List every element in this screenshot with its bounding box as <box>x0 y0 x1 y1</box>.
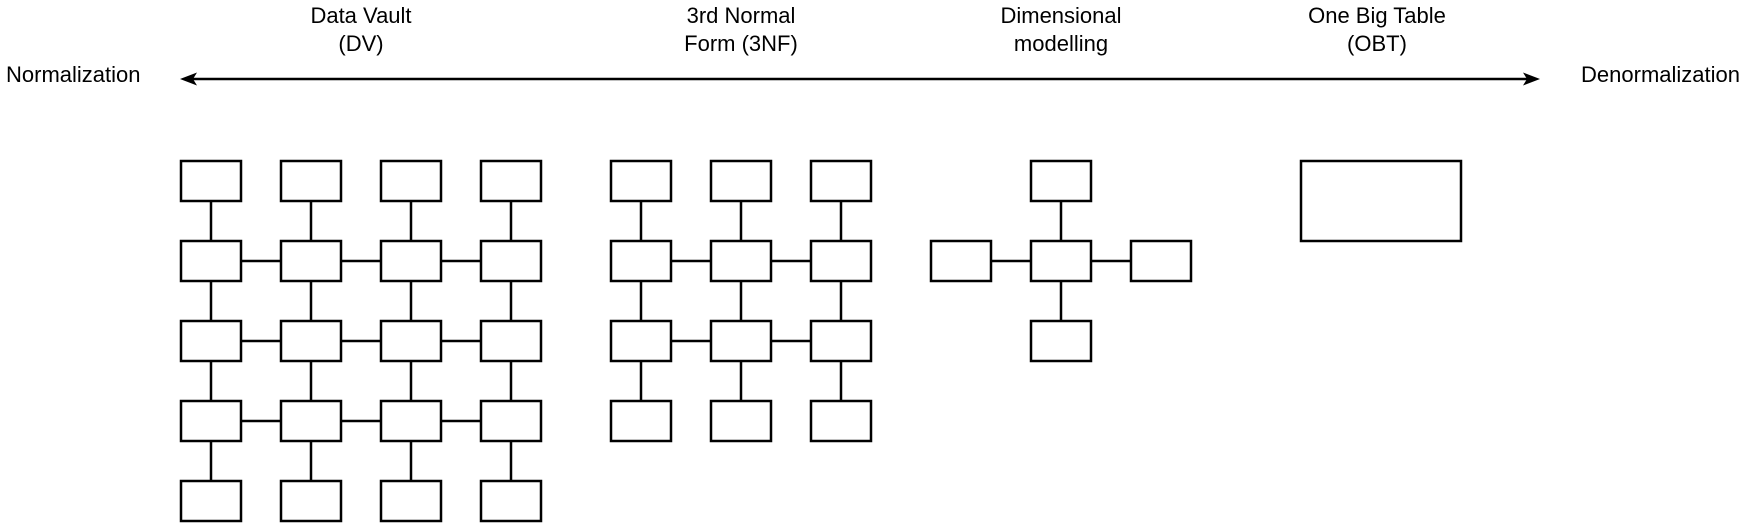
label-one-big-table-line1: One Big Table <box>1308 3 1446 28</box>
label-third-normal-form-line1: 3rd Normal <box>686 3 796 28</box>
one-big-table-table-box <box>1299 159 1463 243</box>
data-vault-table-box <box>379 159 443 203</box>
third-normal-form-table-box <box>809 159 873 203</box>
third-normal-form-table-box <box>809 239 873 283</box>
data-vault-table-box <box>379 399 443 443</box>
third-normal-form-schema <box>609 159 873 443</box>
third-normal-form-table-box <box>609 319 673 363</box>
data-vault-table-box <box>479 399 543 443</box>
third-normal-form-table-box <box>609 159 673 203</box>
schema-diagrams <box>179 159 1463 523</box>
data-vault-table-box <box>479 239 543 283</box>
data-vault-schema <box>179 159 543 523</box>
third-normal-form-table-box <box>709 159 773 203</box>
data-vault-table-box <box>279 319 343 363</box>
third-normal-form-table-box <box>709 239 773 283</box>
label-dimensional-modelling: Dimensional modelling <box>1000 2 1121 58</box>
data-vault-table-box <box>379 319 443 363</box>
label-dimensional-modelling-line2: modelling <box>1013 31 1109 56</box>
axis-arrowhead-right-icon <box>1523 72 1540 86</box>
data-vault-table-box <box>479 479 543 523</box>
data-vault-table-box <box>179 399 243 443</box>
data-vault-table-box <box>279 239 343 283</box>
dimensional-modelling-dimension-box <box>1129 239 1193 283</box>
data-vault-table-box <box>279 399 343 443</box>
one-big-table-schema <box>1299 159 1463 243</box>
third-normal-form-table-box <box>709 319 773 363</box>
third-normal-form-table-box <box>809 399 873 443</box>
data-vault-table-box <box>179 319 243 363</box>
data-vault-table-box <box>179 159 243 203</box>
data-vault-table-box <box>179 479 243 523</box>
label-one-big-table: One Big Table (OBT) <box>1308 2 1446 58</box>
dimensional-modelling-schema <box>929 159 1193 363</box>
axis-label-normalization: Normalization <box>6 62 141 87</box>
axis-arrowhead-left-icon <box>180 72 197 86</box>
dimensional-modelling-dimension-box <box>1029 159 1093 203</box>
label-third-normal-form-line2: Form (3NF) <box>684 31 798 56</box>
data-vault-table-box <box>379 479 443 523</box>
label-data-vault-line1: Data Vault <box>310 3 412 28</box>
dimensional-modelling-dimension-box <box>1029 319 1093 363</box>
label-one-big-table-line2: (OBT) <box>1347 31 1407 56</box>
data-vault-table-box <box>179 239 243 283</box>
label-data-vault: Data Vault (DV) <box>310 2 411 58</box>
dimensional-modelling-dimension-box <box>929 239 993 283</box>
dimensional-modelling-fact-box <box>1029 239 1093 283</box>
data-vault-table-box <box>479 319 543 363</box>
label-data-vault-line2: (DV) <box>338 31 384 56</box>
third-normal-form-table-box <box>609 399 673 443</box>
data-vault-table-box <box>479 159 543 203</box>
third-normal-form-table-box <box>609 239 673 283</box>
label-third-normal-form: 3rd Normal Form (3NF) <box>684 2 798 58</box>
axis-label-denormalization: Denormalization <box>1581 62 1740 87</box>
third-normal-form-table-box <box>709 399 773 443</box>
label-dimensional-modelling-line1: Dimensional <box>1000 3 1122 28</box>
data-vault-table-box <box>279 479 343 523</box>
data-vault-table-box <box>379 239 443 283</box>
data-vault-table-box <box>279 159 343 203</box>
spectrum-axis-arrow <box>180 72 1540 86</box>
third-normal-form-table-box <box>809 319 873 363</box>
